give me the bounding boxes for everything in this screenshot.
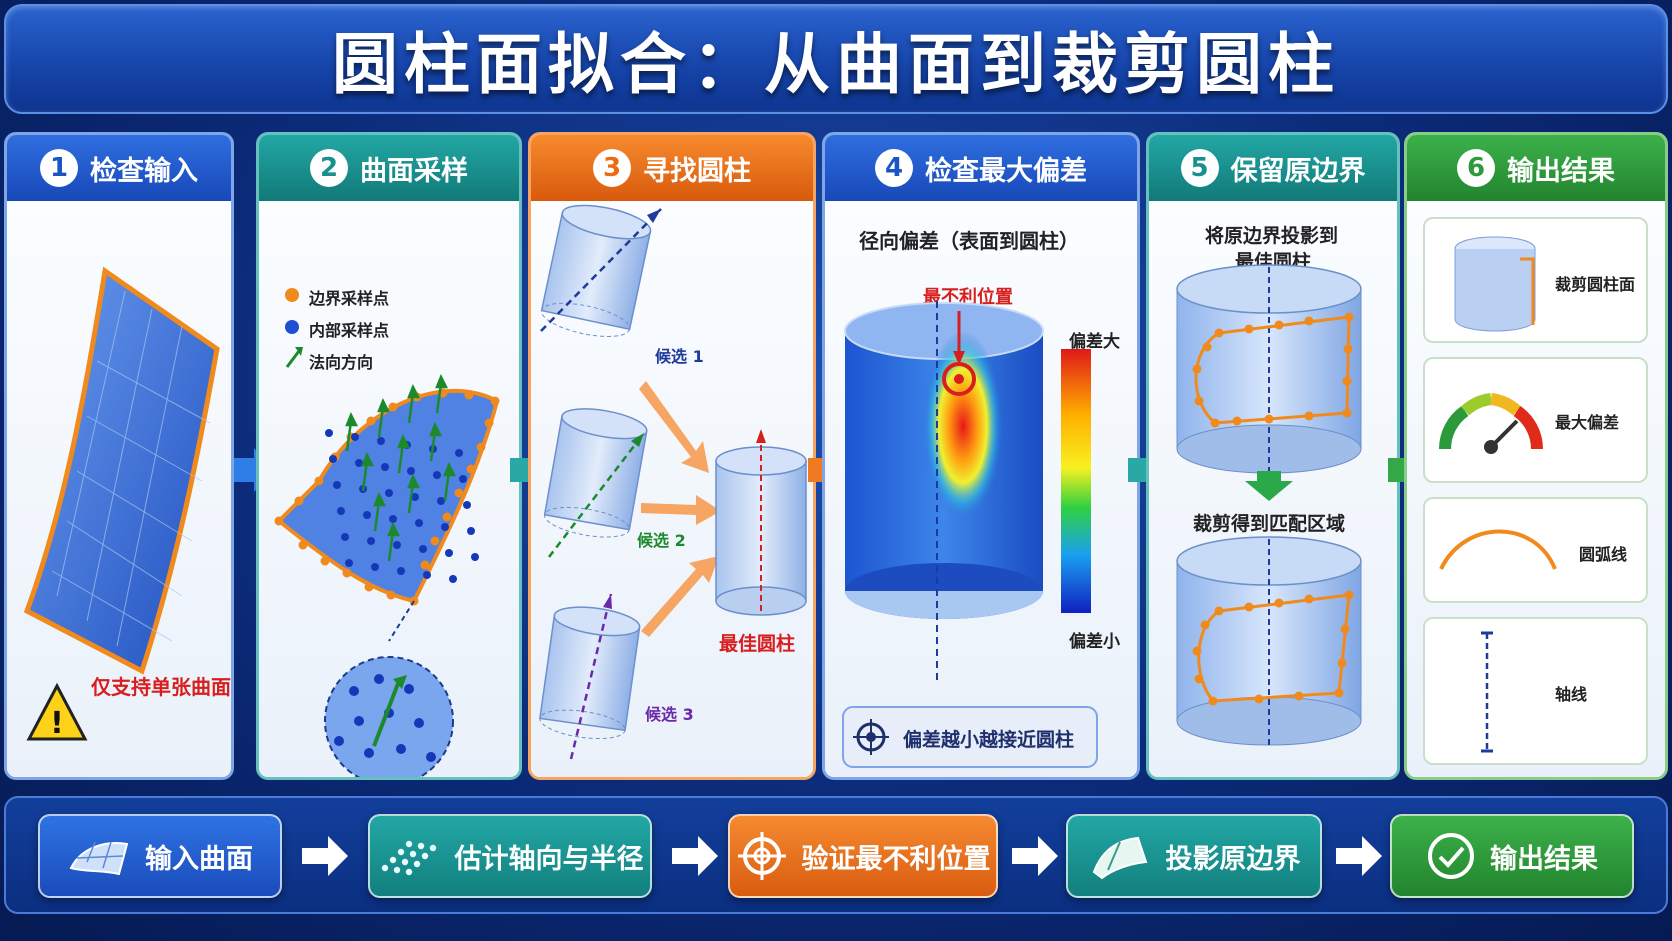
boundary-point-legend-icon: [285, 288, 299, 302]
step-project-boundary-button[interactable]: 投影原边界: [1066, 814, 1322, 898]
panel-title: 保留原边界: [1230, 155, 1366, 187]
deviation-note: 偏差越小越接近圆柱: [903, 729, 1075, 751]
step-label: 投影原边界: [1165, 843, 1301, 875]
legend-normal-label: 法向方向: [309, 353, 374, 372]
step-estimate-axis-button[interactable]: 估计轴向与半径: [368, 814, 652, 898]
result-label: 圆弧线: [1579, 545, 1628, 564]
step-arrow-icon: [1336, 836, 1382, 876]
result-label: 最大偏差: [1555, 413, 1620, 432]
selection-arrows-icon: [639, 381, 721, 637]
best-cylinder-label: 最佳圆柱: [719, 633, 796, 655]
step-number: 1: [40, 149, 78, 187]
result-label: 轴线: [1555, 685, 1588, 704]
panel-title: 检查最大偏差: [925, 155, 1087, 187]
step-input-surface-button[interactable]: 输入曲面: [38, 814, 282, 898]
panel-title: 曲面采样: [360, 155, 468, 187]
deviation-note-box: [842, 706, 1098, 768]
panel-output-results: 6 输出结果 裁剪圆柱面 最大偏差: [1404, 132, 1668, 780]
step-label: 估计轴向与半径: [454, 843, 644, 875]
hotspot: [923, 331, 1003, 521]
scale-low-label: 偏差小: [1069, 632, 1120, 652]
axis-icon: [1481, 631, 1493, 753]
step-number: 3: [593, 149, 631, 187]
panel-check-input: 1 检查输入 ! 仅支持单张曲面: [4, 132, 234, 780]
candidate-cylinder-2: [543, 408, 648, 538]
gauge-icon: [1438, 393, 1544, 454]
magnified-detail: [324, 656, 454, 777]
legend-interior-label: 内部采样点: [309, 321, 390, 340]
step-number: 2: [310, 149, 348, 187]
legend-boundary-label: 边界采样点: [309, 289, 390, 308]
target-icon: [737, 832, 786, 880]
result-label: 裁剪圆柱面: [1555, 275, 1636, 294]
surface-icon: [69, 841, 129, 876]
candidate-cylinders-illustration: [539, 204, 807, 760]
projection-text: 将原边界投影到: [1205, 225, 1339, 247]
interior-point-legend-icon: [285, 320, 299, 334]
svg-text:!: !: [50, 706, 64, 741]
step-arrow-icon: [672, 836, 718, 876]
deviation-heatmap-illustration: [842, 301, 1098, 768]
page-title: 圆柱面拟合：从曲面到裁剪圆柱: [332, 26, 1340, 103]
panel-header: 6 输出结果: [1407, 135, 1665, 201]
panel-find-cylinder: 3 寻找圆柱: [528, 132, 816, 780]
trimmed-cylinder: [1176, 536, 1362, 746]
boundary-projection-illustration: [1176, 264, 1362, 746]
panel-max-deviation: 4 检查最大偏差 径向偏差（表面到圆柱） 最不利位置 偏差大 偏差小: [822, 132, 1140, 780]
surface-patch: [23, 266, 220, 675]
down-arrow-icon: [1245, 471, 1293, 501]
target-icon: [853, 719, 889, 755]
checkmark-icon: [1428, 833, 1474, 879]
result-axis-card: 轴线: [1423, 617, 1648, 765]
step-label: 输出结果: [1490, 843, 1598, 875]
trimmed-cylinder-icon: [1454, 236, 1536, 332]
scale-high-label: 偏差大: [1069, 332, 1120, 352]
step-arrow-icon: [1012, 836, 1058, 876]
workflow-bar: 输入曲面 估计轴向与半径 验证最不利位置 投影原边界: [4, 796, 1668, 914]
panel-title: 检查输入: [90, 155, 198, 187]
arc-icon: [1439, 529, 1557, 570]
result-arc-card: 圆弧线: [1423, 497, 1648, 603]
step-number: 6: [1457, 149, 1495, 187]
panel-surface-sampling: 2 曲面采样 边界采样点 内部采样点 法向方向: [256, 132, 522, 780]
step-arrow-icon: [302, 836, 348, 876]
warning-text: 仅支持单张曲面: [91, 675, 231, 699]
best-cylinder: [715, 429, 807, 616]
sampling-illustration: [274, 288, 500, 777]
panel-header: 2 曲面采样: [259, 135, 519, 201]
candidate-1-label: 候选 1: [655, 347, 704, 366]
normal-arrow-legend-icon: [285, 347, 303, 368]
step-verify-worst-button[interactable]: 验证最不利位置: [728, 814, 998, 898]
step-label: 输入曲面: [145, 843, 253, 875]
panel-title: 输出结果: [1507, 155, 1615, 187]
step-output-button[interactable]: 输出结果: [1390, 814, 1634, 898]
result-max-deviation-card: 最大偏差: [1423, 357, 1648, 483]
cylinder-with-boundary: [1176, 264, 1362, 474]
panel-title: 寻找圆柱: [643, 155, 751, 187]
result-trimmed-cylinder-card: 裁剪圆柱面: [1423, 217, 1648, 343]
panel-header: 5 保留原边界: [1149, 135, 1397, 201]
trim-text: 裁剪得到匹配区域: [1193, 513, 1346, 535]
panel-header: 4 检查最大偏差: [825, 135, 1137, 201]
warning-icon: !: [26, 682, 88, 741]
candidate-cylinder-3: [539, 606, 641, 740]
panel-keep-boundary: 5 保留原边界 将原边界投影到 最佳圆柱 裁剪得到匹配区域: [1146, 132, 1400, 780]
point-cloud-icon: [381, 840, 436, 876]
step-number: 4: [875, 149, 913, 187]
curved-surface-illustration: !: [23, 266, 220, 741]
step-label: 验证最不利位置: [801, 843, 991, 875]
candidate-2-label: 候选 2: [637, 531, 686, 550]
candidate-cylinder-1: [540, 204, 652, 337]
step-number: 5: [1180, 149, 1219, 187]
color-scale-bar: [1061, 349, 1091, 613]
panel-header: 1 检查输入: [7, 135, 231, 201]
candidate-3-label: 候选 3: [645, 705, 694, 724]
projection-icon: [1092, 836, 1147, 880]
deviation-subtitle: 径向偏差（表面到圆柱）: [859, 229, 1079, 253]
panel-header: 3 寻找圆柱: [531, 135, 813, 201]
title-bar: 圆柱面拟合：从曲面到裁剪圆柱: [4, 4, 1668, 114]
